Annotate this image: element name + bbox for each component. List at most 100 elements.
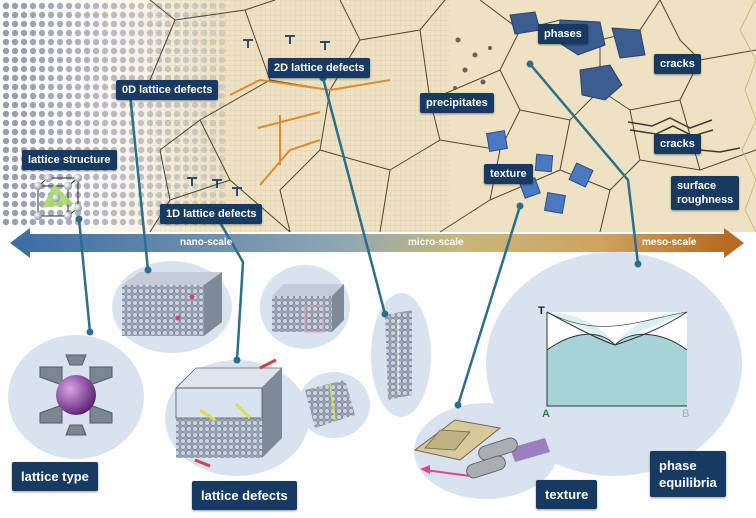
atom-dot xyxy=(218,137,226,145)
atom-dot xyxy=(110,209,118,217)
atom-dot xyxy=(74,101,82,109)
atom-dot xyxy=(74,47,82,55)
atom-dot xyxy=(128,209,136,217)
atom-dot xyxy=(11,209,19,217)
atom-dot xyxy=(209,173,217,181)
atom-dot xyxy=(47,92,55,100)
atom-dot xyxy=(191,164,199,172)
nano-scale-label: nano-scale xyxy=(180,237,233,248)
atom-dot xyxy=(182,11,190,19)
atom-dot xyxy=(155,11,163,19)
atom-dot xyxy=(173,29,181,37)
atom-dot xyxy=(182,146,190,154)
atom-dot xyxy=(191,20,199,28)
atom-dot xyxy=(92,56,100,64)
atom-dot xyxy=(20,200,28,208)
atom-dot xyxy=(101,38,109,46)
label-precipitates: precipitates xyxy=(420,93,494,113)
label-phases: phases xyxy=(538,24,588,44)
atom-dot xyxy=(110,74,118,82)
atom-dot xyxy=(38,11,46,19)
atom-dot xyxy=(47,47,55,55)
atom-dot xyxy=(38,119,46,127)
atom-dot xyxy=(110,218,118,226)
atom-dot xyxy=(209,2,217,10)
atom-dot xyxy=(29,2,37,10)
atom-dot xyxy=(83,29,91,37)
atom-dot xyxy=(11,173,19,181)
atom-dot xyxy=(128,74,136,82)
atom-dot xyxy=(110,11,118,19)
microstructure-band xyxy=(0,0,756,233)
atom-dot xyxy=(218,83,226,91)
atom-dot xyxy=(191,137,199,145)
atom-dot xyxy=(65,191,73,199)
atom-dot xyxy=(119,164,127,172)
atom-dot xyxy=(38,65,46,73)
atom-dot xyxy=(164,65,172,73)
atom-dot xyxy=(146,137,154,145)
atom-dot xyxy=(110,20,118,28)
atom-dot xyxy=(200,101,208,109)
atom-dot xyxy=(56,101,64,109)
atom-dot xyxy=(173,119,181,127)
atom-dot xyxy=(119,182,127,190)
atom-dot xyxy=(29,29,37,37)
lattice-structure-cube xyxy=(34,174,82,220)
atom-dot xyxy=(110,110,118,118)
atom-dot xyxy=(92,83,100,91)
atom-dot xyxy=(2,209,10,217)
atom-dot xyxy=(11,146,19,154)
atom-dot xyxy=(11,29,19,37)
atom-dot xyxy=(146,56,154,64)
atom-dot xyxy=(191,146,199,154)
atom-dot xyxy=(218,146,226,154)
atom-dot xyxy=(155,182,163,190)
atom-dot xyxy=(11,137,19,145)
atom-dot xyxy=(83,209,91,217)
atom-dot xyxy=(74,11,82,19)
atom-dot xyxy=(47,110,55,118)
atom-dot xyxy=(29,200,37,208)
atom-dot xyxy=(191,101,199,109)
atom-dot xyxy=(182,101,190,109)
atom-dot xyxy=(191,2,199,10)
atom-dot xyxy=(65,101,73,109)
atom-dot xyxy=(119,218,127,226)
atom-dot xyxy=(146,218,154,226)
atom-dot xyxy=(38,29,46,37)
atom-dot xyxy=(38,2,46,10)
atom-dot xyxy=(182,110,190,118)
atom-dot xyxy=(119,29,127,37)
label-cracks-mid: cracks xyxy=(654,134,701,154)
atom-dot xyxy=(182,38,190,46)
atom-dot xyxy=(83,83,91,91)
atom-dot xyxy=(218,47,226,55)
atom-dot xyxy=(29,38,37,46)
atom-dot xyxy=(101,191,109,199)
atom-dot xyxy=(164,164,172,172)
atom-dot xyxy=(56,110,64,118)
atom-dot xyxy=(29,119,37,127)
atom-dot xyxy=(83,56,91,64)
atom-dot xyxy=(101,200,109,208)
atom-dot xyxy=(128,182,136,190)
atom-dot xyxy=(119,65,127,73)
atom-dot xyxy=(20,209,28,217)
atom-dot xyxy=(2,92,10,100)
atom-dot xyxy=(83,92,91,100)
atom-dot xyxy=(2,110,10,118)
atom-dot xyxy=(92,38,100,46)
label-texture-bottom: texture xyxy=(536,480,598,509)
atom-dot xyxy=(56,20,64,28)
atom-dot xyxy=(146,182,154,190)
atom-dot xyxy=(47,137,55,145)
atom-dot xyxy=(164,101,172,109)
atom-dot xyxy=(20,65,28,73)
atom-dot xyxy=(191,128,199,136)
atom-dot xyxy=(182,2,190,10)
atom-dot xyxy=(110,182,118,190)
phase-diagram-t-axis: T xyxy=(538,305,545,317)
label-lattice-type: lattice type xyxy=(12,462,98,491)
atom-dot xyxy=(218,182,226,190)
